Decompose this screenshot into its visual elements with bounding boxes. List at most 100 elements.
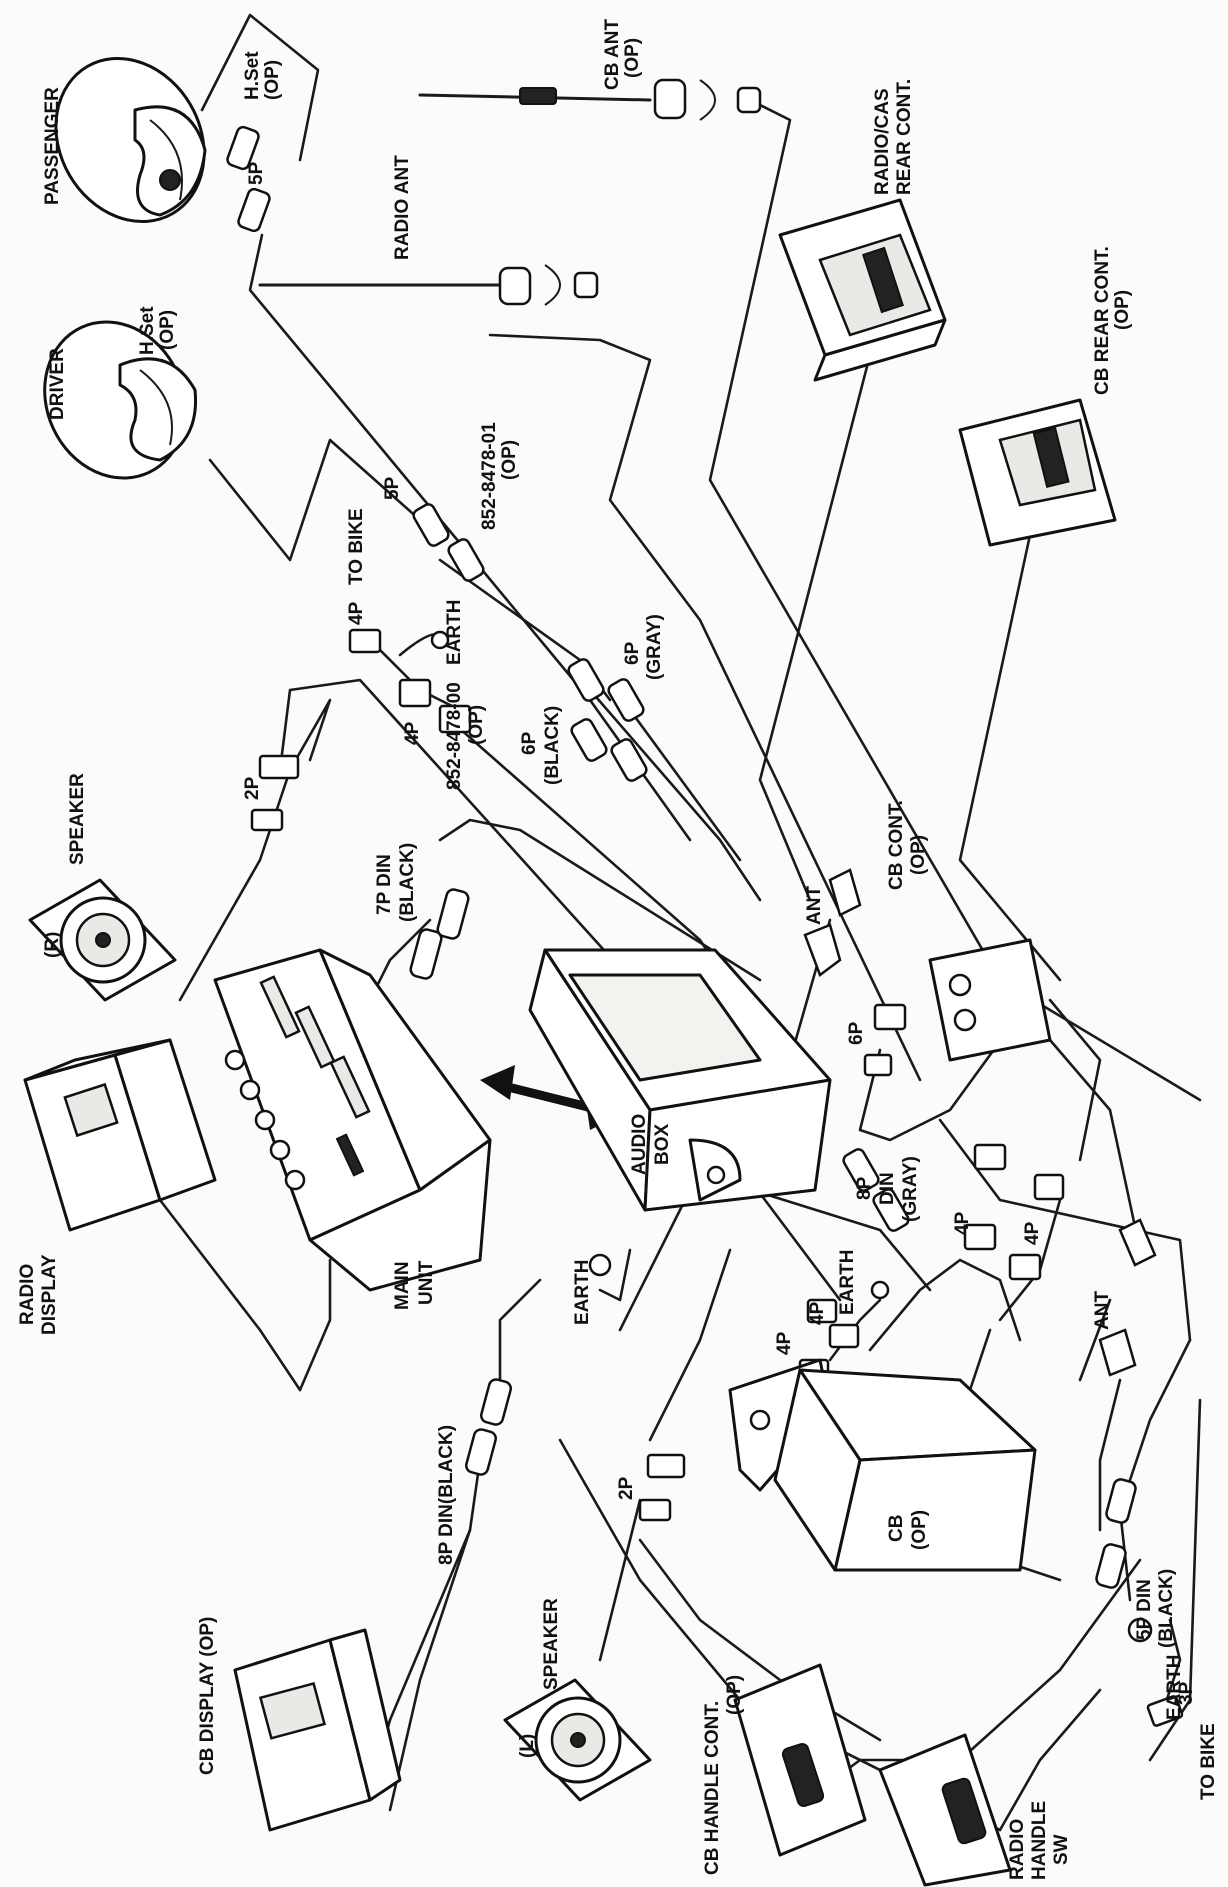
driver-5p-label: 5P <box>382 476 403 500</box>
radio-handle-switch <box>878 1733 1012 1887</box>
driver-headset-op-label: (OP) <box>157 310 178 350</box>
cb-ant-op-label: (OP) <box>622 38 643 78</box>
cb-label-1: CB <box>886 1515 907 1542</box>
to-bike-4p-label-2: 4P <box>346 601 367 625</box>
5p-din-black-connector <box>1095 1478 1137 1589</box>
radio-display-label-2: DISPLAY <box>39 1254 60 1335</box>
earth-terminal-bottom <box>1127 1617 1153 1643</box>
6p-connector-cb-cont <box>863 1003 907 1077</box>
driver-headset-label: H.Set <box>137 306 158 355</box>
to-bike-4p-label-1: TO BIKE <box>346 508 367 585</box>
to-bike-3p-label-1: 3P <box>1176 1681 1197 1705</box>
passenger-headset-op-label: (OP) <box>262 60 283 100</box>
p4-c-label: 4P <box>807 1301 828 1325</box>
din8-gray-label-1: 8P <box>854 1176 875 1200</box>
p6-gray-label-2: (GRAY) <box>644 614 665 680</box>
passenger-label: PASSENGER <box>42 87 63 205</box>
earth-left-label: EARTH <box>572 1260 593 1325</box>
din8-gray-label-2: DIN <box>877 1172 898 1205</box>
6p-connectors <box>567 658 648 782</box>
cb-label-2: (OP) <box>909 1510 930 1550</box>
speaker-l-label: SPEAKER <box>541 1598 562 1690</box>
8p-din-gray-connector <box>842 1148 910 1232</box>
p2-left-label: 2P <box>616 1476 637 1500</box>
p6-cbcont-label: 6P <box>846 1021 867 1045</box>
radio-cas-label-1: RADIO/CAS <box>872 88 893 195</box>
earth-bottom-label: EARTH <box>1164 1655 1185 1720</box>
ant-connector-cb <box>1098 1218 1157 1377</box>
ant-main-label: ANT <box>804 886 825 925</box>
earth-terminal-left <box>588 1253 612 1277</box>
audio-box-label-2: BOX <box>652 1124 673 1166</box>
ant-connector-main <box>803 868 862 978</box>
p4-d-label: 4P <box>774 1331 795 1355</box>
to-bike-4p-connector <box>348 628 472 734</box>
wiring-harness <box>158 13 1202 1842</box>
passenger-headset-label: H.Set <box>242 51 263 100</box>
to-bike-3p-connector <box>1146 1695 1184 1727</box>
p4-a-label: 4P <box>952 1211 973 1235</box>
cb-controller <box>928 938 1052 1062</box>
radio-handle-sw-label-1: RADIO <box>1007 1819 1028 1880</box>
ant-cb-label: ANT <box>1092 1291 1113 1330</box>
cb-rear-controller <box>958 398 1117 547</box>
audio-box <box>528 948 832 1212</box>
harness-8478-01-label-1: 852-8478-01 <box>479 422 500 530</box>
din5-black-label-1: 5P DIN <box>1134 1579 1155 1640</box>
main-unit-label-2: UNIT <box>416 1260 437 1305</box>
harness-8478-00-label-1: 852-8478-00 <box>444 682 465 790</box>
p4-top-label: 4P <box>402 721 423 745</box>
speaker-l-side-label: (L) <box>517 1734 538 1758</box>
2p-connector-left <box>638 1453 686 1522</box>
p4-b-label: 4P <box>1022 1221 1043 1245</box>
cb-ant-label: CB ANT <box>602 19 623 90</box>
p2-right-label: 2P <box>242 776 263 800</box>
earth-top-label: EARTH <box>444 600 465 665</box>
cb-rear-cont-label-1: CB REAR CONT. <box>1092 246 1113 395</box>
radio-handle-sw-label-3: SW <box>1051 1834 1072 1865</box>
cb-handle-controller <box>733 1663 867 1857</box>
din8-black-label: 8P DIN(BLACK) <box>436 1425 457 1565</box>
audio-box-label-1: AUDIO <box>629 1114 650 1175</box>
din5-black-label-2: (BLACK) <box>1156 1569 1177 1648</box>
p6-gray-label-1: 6P <box>622 641 643 665</box>
harness-852-8478-01-connectors <box>412 503 485 582</box>
speaker-left-icon <box>503 1678 652 1802</box>
main-unit <box>213 948 492 1292</box>
cb-display-label: CB DISPLAY (OP) <box>197 1617 218 1775</box>
din8-gray-label-3: (GRAY) <box>900 1156 921 1222</box>
earth-mid-label: EARTH <box>837 1250 858 1315</box>
cb-cont-label-1: CB CONT. <box>886 800 907 890</box>
7p-din-black-connector <box>409 888 470 980</box>
radio-display-unit <box>23 1038 217 1232</box>
main-unit-label-1: MAIN <box>392 1261 413 1310</box>
8p-din-black-connector <box>465 1378 512 1476</box>
labels: PASSENGER H.Set (OP) 5P CB ANT (OP) RADI… <box>17 19 1219 1880</box>
din7-black-label-1: 7P DIN <box>374 854 395 915</box>
radio-antenna-icon <box>258 264 599 306</box>
harness-8478-00-label-2: (OP) <box>466 705 487 745</box>
driver-helmet-icon <box>43 320 198 480</box>
p6-black-label-2: (BLACK) <box>542 706 563 785</box>
cb-antenna-icon <box>418 78 762 121</box>
passenger-5p-connector <box>226 125 271 233</box>
speaker-r-side-label: (R) <box>42 932 63 958</box>
radio-handle-sw-label-2: HANDLE <box>1029 1801 1050 1880</box>
driver-label: DRIVER <box>47 348 68 420</box>
cb-display-unit <box>233 1628 402 1832</box>
speaker-right-icon <box>28 878 177 1002</box>
passenger-helmet-icon <box>54 56 207 224</box>
cb-rear-cont-label-2: (OP) <box>1112 290 1133 330</box>
p6-black-label-1: 6P <box>519 731 540 755</box>
speaker-r-label: SPEAKER <box>67 773 88 865</box>
harness-8478-01-label-2: (OP) <box>499 440 520 480</box>
radio-ant-label: RADIO ANT <box>392 155 413 260</box>
din7-black-label-2: (BLACK) <box>397 843 418 922</box>
passenger-5p-label: 5P <box>246 161 267 185</box>
cb-handle-cont-label-1: CB HANDLE CONT. <box>702 1701 723 1875</box>
2p-connector-right <box>250 754 300 832</box>
cb-unit <box>728 1358 1037 1572</box>
cb-cont-label-2: (OP) <box>908 835 929 875</box>
radio-display-label-1: RADIO <box>17 1264 38 1325</box>
